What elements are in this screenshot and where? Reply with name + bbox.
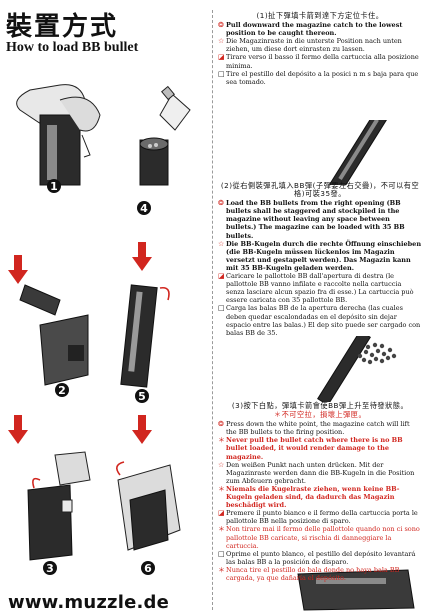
svg-text:2: 2: [58, 384, 66, 397]
italian-marker-icon: ◪: [218, 272, 225, 281]
warning-star-icon: ＊: [273, 410, 282, 420]
svg-text:6: 6: [144, 562, 152, 575]
arrow-5-to-6: [132, 415, 152, 444]
section-3-item-en: ❂Press down the white point, the magazin…: [218, 420, 410, 437]
section-3-warning-en: ＊Never pull the bullet catch where there…: [218, 436, 403, 461]
website-footer: www.muzzle.de: [8, 592, 170, 613]
step6-illustration: [116, 461, 181, 551]
section-2-item-de: ☆Die BB-Kugeln durch die rechte Öffnung …: [218, 239, 422, 272]
section-2: (2)從右側裝彈孔填入BB彈(子彈要左右交疊)，不可以有空格)可裝35發。 ❂L…: [218, 181, 422, 337]
arrow-4-to-5: [132, 242, 152, 271]
section-1-item-de: ☆Die Magazinraste in die unterste Positi…: [218, 37, 402, 54]
warning-star-icon: ＊: [218, 525, 225, 534]
step5-illustration: [120, 284, 170, 388]
english-marker-icon: ❂: [218, 199, 224, 208]
step2-illustration: [19, 284, 89, 386]
arrow-1-to-2: [8, 255, 28, 284]
section-1: (1)扯下彈填卡箭到達下方定位卡住。 ❂Pull downward the ma…: [218, 11, 422, 86]
svg-text:3: 3: [46, 562, 54, 575]
spanish-marker-icon: □: [218, 304, 225, 313]
step-number-1: 1: [47, 179, 61, 193]
section-3-heading: (3)按下白點，彈填卡箭會使BB彈上升至待發狀態。: [231, 401, 409, 410]
warning-star-icon: ＊: [218, 436, 225, 445]
section2-bb-loading-illustration: [317, 336, 397, 402]
warning-star-icon: ＊: [218, 565, 225, 574]
arrow-2-to-3: [8, 415, 28, 444]
section-3-warning-de: ＊Niemals die Kugelraste ziehen, wenn kei…: [218, 484, 400, 510]
section-3-item-es: □Oprime el punto blanco, el pestillo del…: [218, 549, 416, 566]
step-number-4: 4: [137, 201, 151, 215]
step3-illustration: [27, 451, 91, 561]
italian-marker-icon: ◪: [218, 509, 225, 518]
section-3: (3)按下白點，彈填卡箭會使BB彈上升至待發狀態。 ＊不可空拉，損壞上彈匣。 ❂…: [218, 401, 422, 582]
step-number-3: 3: [43, 561, 57, 575]
step-number-2: 2: [55, 383, 69, 397]
column-divider: [212, 10, 213, 610]
svg-text:5: 5: [138, 390, 146, 403]
step1-illustration: [16, 84, 101, 186]
german-marker-icon: ☆: [218, 460, 225, 469]
spanish-marker-icon: □: [218, 549, 225, 558]
spanish-marker-icon: □: [218, 69, 225, 78]
section-1-heading: (1)扯下彈填卡箭到達下方定位卡住。: [256, 11, 384, 20]
step-number-5: 5: [135, 389, 149, 403]
section-1-item-it: ◪Tirare verso il basso il fermo della ca…: [218, 53, 419, 70]
svg-text:1: 1: [50, 180, 58, 193]
section-1-item-en: ❂Pull downward the magazine catch to the…: [218, 21, 403, 38]
section-3-warning-chinese: ＊不可空拉，損壞上彈匣。: [273, 410, 367, 420]
page-title-chinese: 裝置方式: [6, 12, 119, 42]
german-marker-icon: ☆: [218, 239, 225, 248]
section-3-item-de: ☆Den weißen Punkt nach unten drücken. Mi…: [218, 460, 415, 485]
page-title-english: How to load BB bullet: [6, 40, 139, 55]
section3-magazine-illustration: [297, 569, 415, 611]
english-marker-icon: ❂: [218, 420, 224, 429]
section-3-warning-es: ＊Nunca tire el pestillo de bala donde no…: [218, 565, 400, 582]
english-marker-icon: ❂: [218, 21, 224, 30]
svg-text:4: 4: [140, 202, 148, 215]
section-2-item-en: ❂Load the BB bullets from the right open…: [218, 199, 405, 240]
italian-marker-icon: ◪: [218, 53, 225, 62]
section1-magazine-illustration: [328, 120, 392, 185]
german-marker-icon: ☆: [218, 37, 225, 46]
loading-illustrations: 1 4 2: [8, 84, 191, 575]
warning-star-icon: ＊: [218, 484, 225, 493]
section-2-item-it: ◪Caricare le pallottole BB dall'apertura…: [218, 272, 414, 305]
step-number-6: 6: [141, 561, 155, 575]
section-3-warning-it: ＊Non tirare mai il fermo delle pallottol…: [218, 525, 420, 550]
step4-illustration: [139, 85, 191, 186]
section-1-item-es: □Tire el pestillo del depósito a la posi…: [218, 69, 419, 86]
section-2-item-es: □Carga las balas BB de la apertura derec…: [218, 304, 421, 337]
section-2-heading: (2)從右側裝彈孔填入BB彈(子彈要左右交疊)，不可以有空格)可裝35發。: [220, 181, 420, 199]
section-3-item-it: ◪Premere il punto bianco e il fermo dell…: [218, 509, 418, 526]
